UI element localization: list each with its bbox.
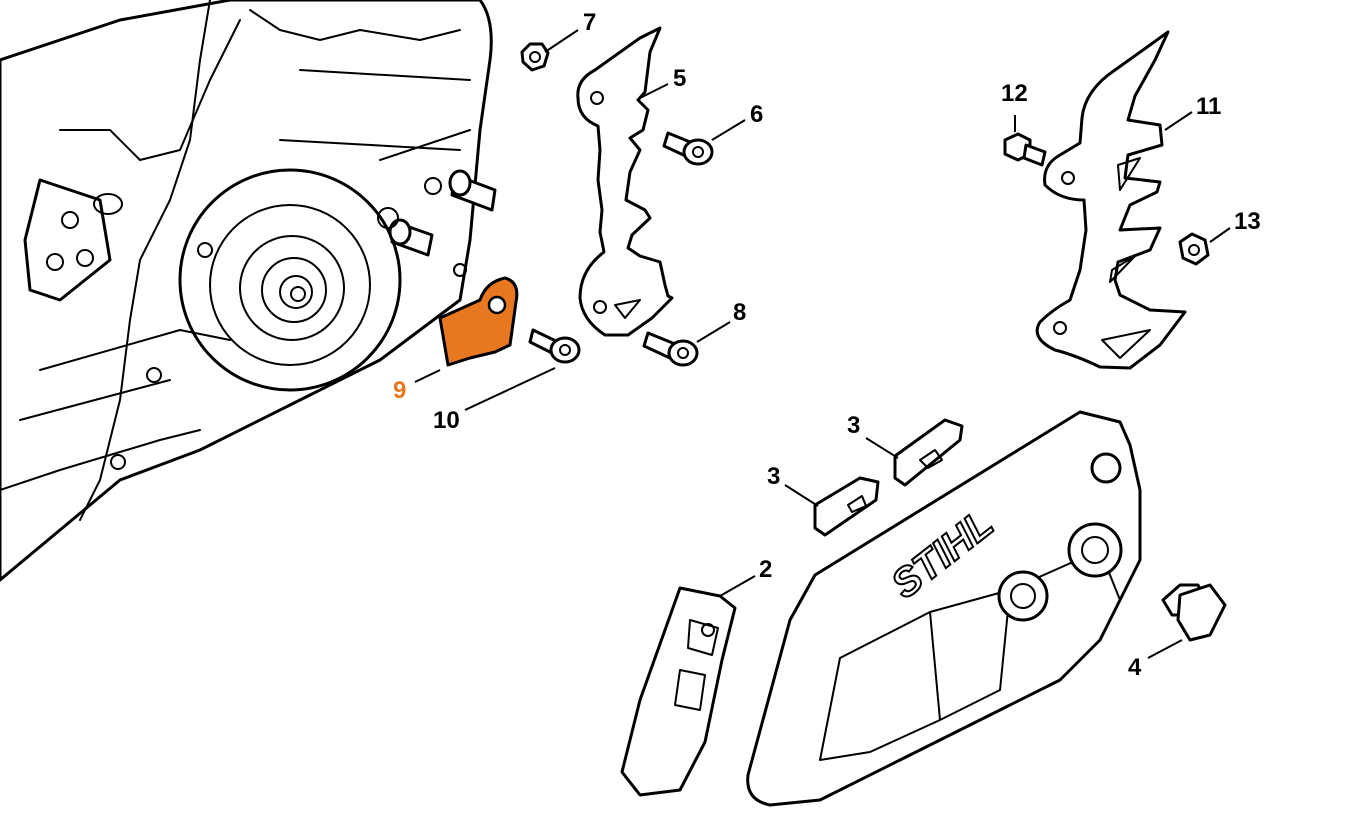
- callout-9[interactable]: 9: [393, 377, 406, 404]
- callout-7[interactable]: 7: [583, 9, 596, 36]
- callout-labels: 7 5 6 8 9 10 12 11 13 3 3 2 4: [393, 9, 1261, 681]
- callout-3-lower[interactable]: 3: [767, 463, 780, 490]
- callout-5[interactable]: 5: [673, 65, 686, 92]
- part-10-screw: [528, 328, 581, 364]
- callout-2[interactable]: 2: [759, 556, 772, 583]
- callout-13[interactable]: 13: [1234, 208, 1261, 235]
- part-2-guide-insert: [620, 586, 737, 797]
- part-3-insert-upper: [893, 418, 964, 487]
- leader-lines: [414, 29, 1231, 659]
- part-3-insert-lower: [813, 476, 880, 537]
- part-9-chain-catcher-plate[interactable]: [438, 276, 519, 367]
- sprocket-cover: STIHL: [746, 410, 1142, 807]
- callout-12[interactable]: 12: [1001, 80, 1028, 107]
- callout-10[interactable]: 10: [433, 407, 460, 434]
- part-7-nut: [520, 42, 550, 72]
- part-5-chain-catcher: [576, 26, 674, 337]
- part-8-screw: [642, 331, 699, 367]
- callout-8[interactable]: 8: [733, 299, 746, 326]
- part-6-screw: [662, 131, 714, 166]
- callout-6[interactable]: 6: [750, 101, 763, 128]
- part-12-bolt: [1003, 132, 1047, 167]
- bar-stud-1: [448, 169, 497, 212]
- callout-4[interactable]: 4: [1128, 654, 1142, 681]
- part-11-chain-catcher: [1035, 30, 1187, 370]
- part-13-nut: [1178, 232, 1210, 266]
- callout-11[interactable]: 11: [1196, 93, 1221, 120]
- callout-3-upper[interactable]: 3: [847, 412, 860, 439]
- part-4-collar-nut: [1161, 583, 1227, 642]
- chainsaw-housing: [0, 0, 497, 582]
